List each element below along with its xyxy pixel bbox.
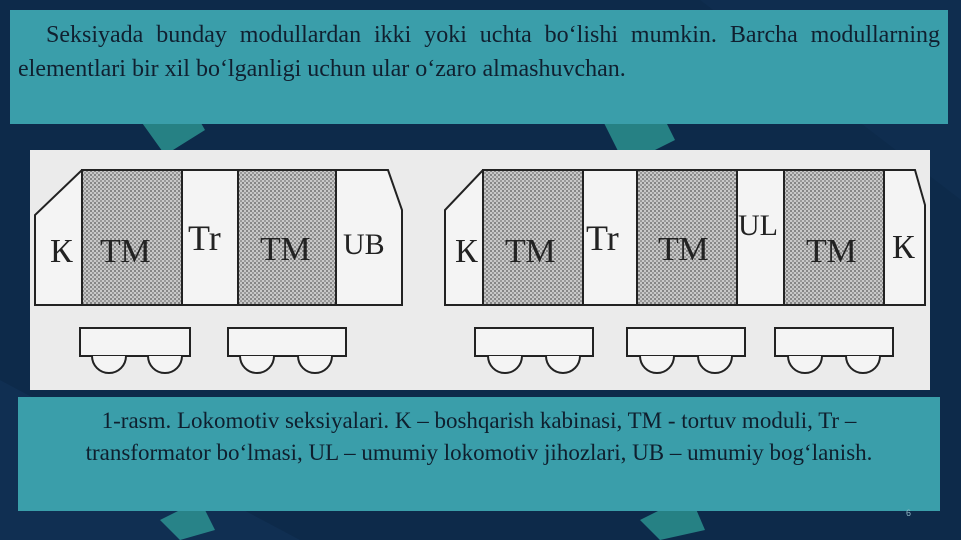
right-bogie-3 [774,327,894,357]
figure-caption-box: 1-rasm. Lokomotiv seksiyalari. K – boshq… [18,397,940,511]
right-tm-3 [783,169,885,306]
left-tm-2 [237,169,337,306]
left-label-k: К [50,233,73,270]
left-label-ub: UB [343,228,385,261]
left-bogie-2 [227,327,347,357]
locomotive-diagram: К ТМ Tr ТМ UB К ТМ Tr ТМ UL ТМ К [34,169,926,374]
right-label-tm2: ТМ [658,231,709,268]
page-number: 6 [905,508,911,518]
right-label-tr: Tr [586,218,619,258]
right-bogie-1 [474,327,594,357]
intro-paragraph: Seksiyada bunday modullardan ikki yoki u… [18,22,940,82]
intro-paragraph-box: Seksiyada bunday modullardan ikki yoki u… [10,10,948,124]
left-label-tm2: ТМ [260,231,311,268]
right-bogie-2 [626,327,746,357]
right-label-k1: К [455,233,478,270]
right-label-tm3: ТМ [806,233,857,270]
right-tm-2 [636,169,738,306]
right-label-k2: К [892,229,915,266]
locomotive-figure: К ТМ Tr ТМ UB К ТМ Tr ТМ UL ТМ К [30,150,930,390]
right-label-tm1: ТМ [505,233,556,270]
right-tm-1 [482,169,584,306]
right-label-ul: UL [738,209,778,242]
left-bogie-1 [79,327,191,357]
left-label-tm1: ТМ [100,233,151,270]
figure-caption: 1-rasm. Lokomotiv seksiyalari. K – boshq… [85,408,873,465]
left-tm-1 [81,169,183,306]
left-label-tr: Tr [188,218,221,258]
